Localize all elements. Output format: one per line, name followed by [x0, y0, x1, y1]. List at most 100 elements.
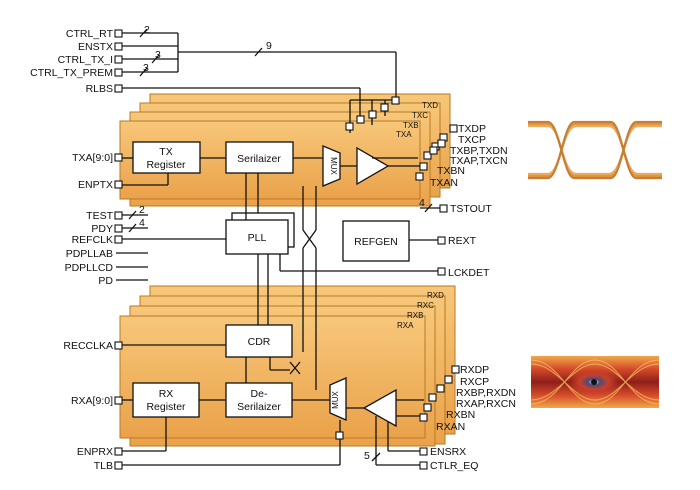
rx-lane-label-c: RXC: [417, 301, 434, 310]
rxan-pin: [419, 413, 428, 422]
pd-label: PD: [98, 275, 113, 287]
pdy-label: PDY: [91, 223, 113, 235]
ctrl-node-pin-5: [345, 122, 354, 131]
txbp-txdn-label: TXBP,TXDN: [450, 145, 508, 157]
rx-mux-label: MUX: [331, 390, 340, 408]
refgen-label: REFGEN: [354, 236, 398, 248]
tx-eye-diagram: [528, 120, 662, 182]
refclk-pin: [114, 235, 123, 244]
tstout-width: 4: [419, 197, 425, 209]
cdr-cross-2: [289, 361, 301, 375]
lckdet-label: LCKDET: [448, 267, 490, 279]
tx-register-box: [132, 141, 201, 174]
refclk-label: REFCLK: [72, 234, 113, 246]
cdr-label: CDR: [248, 336, 271, 348]
ctlr-eq-label: CTLR_EQ: [430, 460, 478, 472]
rlbs-pin: [114, 84, 123, 93]
txap-pin: [423, 151, 432, 160]
rx-lane-label-d: RXD: [427, 291, 444, 300]
tlb-node-pin: [335, 431, 344, 440]
ctrl-node-pin-2: [380, 103, 389, 112]
tx-driver-shape: [356, 146, 390, 186]
tx-eye-traces: [528, 120, 662, 180]
loop-wire-4: [302, 229, 317, 249]
tx-extra-pin-2: [437, 139, 446, 148]
pll-box: [225, 219, 289, 255]
ctrl-tx-i-slash: [151, 54, 160, 64]
ctrl-rt-pin: [114, 29, 123, 38]
txbn-label: TXBN: [437, 165, 465, 177]
rxcp-label: RXCP: [460, 376, 489, 388]
ctrl-rt-width: 2: [144, 24, 150, 36]
ensrx-label: ENSRX: [430, 446, 466, 458]
ensrx-pin: [419, 447, 428, 456]
ctrl-rt-label: CTRL_RT: [66, 28, 114, 40]
ctlr-eq-pin: [419, 461, 428, 470]
txan-pin: [415, 172, 424, 181]
ctrl-tx-prem-pin: [114, 68, 123, 77]
tx-lane-label-b: TXB: [403, 121, 419, 130]
pdpllcd-label: PDPLLCD: [65, 262, 114, 274]
tx-mux-label: MUX: [329, 157, 338, 175]
tx-mux-shape: [322, 145, 341, 187]
txcp-label: TXCP: [458, 134, 486, 146]
refgen-box: [342, 220, 410, 262]
rx-mux-shape: [329, 377, 347, 421]
txdp-label: TXDP: [458, 123, 486, 135]
rx-block-stack: RXD RXC RXB RXA: [119, 285, 456, 447]
pdy-pin: [114, 224, 123, 233]
rx-internals: RECCLKA CDR RXA[9:0] RX Register De- Ser…: [63, 324, 516, 472]
ctlr-eq-slash: [371, 452, 381, 462]
rxbp-rxdn-label: RXBP,RXDN: [456, 387, 516, 399]
rext-label: REXT: [448, 235, 477, 247]
ctrl-tx-prem-slash: [139, 67, 148, 77]
txa-in-label: TXA[9:0]: [72, 152, 113, 164]
rx-deserializer-label-2: Serilaizer: [237, 401, 281, 413]
lckdet-pin: [437, 267, 446, 276]
middle-section: TEST 2 PDY 4 REFCLK PDPLLAB PDPLLCD PD P…: [65, 173, 492, 390]
rxa-out-label: RXA[9:0]: [71, 395, 113, 407]
rx-lane-label-a: RXA: [397, 321, 414, 330]
rxan-label: RXAN: [436, 421, 465, 433]
tx-internals: TXA[9:0] ENPTX TX Register Serilaizer MU…: [72, 123, 507, 191]
rx-amp-shape: [362, 388, 397, 428]
ctrl-node-pin-4: [356, 115, 365, 124]
enprx-pin: [114, 447, 123, 456]
rx-eye-traces: [530, 359, 660, 405]
cdr-box: [225, 324, 293, 358]
tx-lane-label-d: TXD: [422, 101, 438, 110]
enptx-label: ENPTX: [78, 179, 113, 191]
ctrl-tx-i-pin: [114, 55, 123, 64]
rx-eye-center-dot: [591, 379, 597, 385]
test-pin: [114, 211, 123, 220]
rxdp-label: RXDP: [460, 364, 489, 376]
pdy-width: 4: [139, 217, 145, 229]
rx-lane-label-b: RXB: [407, 311, 423, 320]
rlbs-label: RLBS: [86, 83, 113, 95]
tx-extra-pin-1: [429, 146, 438, 155]
txan-label: TXAN: [430, 177, 458, 189]
tlb-label: TLB: [94, 460, 113, 472]
rext-pin: [437, 236, 446, 245]
ctrl-tx-i-label: CTRL_TX_I: [58, 54, 113, 66]
rx-deserializer-label-1: De-: [251, 388, 268, 400]
control-inputs: CTRL_RT ENSTX CTRL_TX_I CTRL_TX_PREM RLB…: [30, 24, 400, 133]
rx-deserializer-box: [225, 382, 293, 418]
test-slash: [128, 210, 137, 220]
tstout-label: TSTOUT: [450, 203, 492, 215]
rxa-out-pin: [114, 396, 123, 405]
ctrl-tx-i-width: 3: [155, 49, 161, 61]
txa-in-pin: [114, 153, 123, 162]
tx-lane-label-a: TXA: [396, 130, 412, 139]
ctrl-bus-width: 9: [266, 40, 272, 52]
enstx-label: ENSTX: [78, 41, 113, 53]
test-label: TEST: [86, 210, 113, 222]
rxbp-pin: [436, 384, 445, 393]
ctrl-node-pin-3: [368, 110, 377, 119]
rxap-pin: [428, 393, 437, 402]
ctrl-bus-slash: [254, 47, 263, 57]
pdy-slash: [128, 223, 137, 233]
txdp-pin: [449, 124, 458, 133]
